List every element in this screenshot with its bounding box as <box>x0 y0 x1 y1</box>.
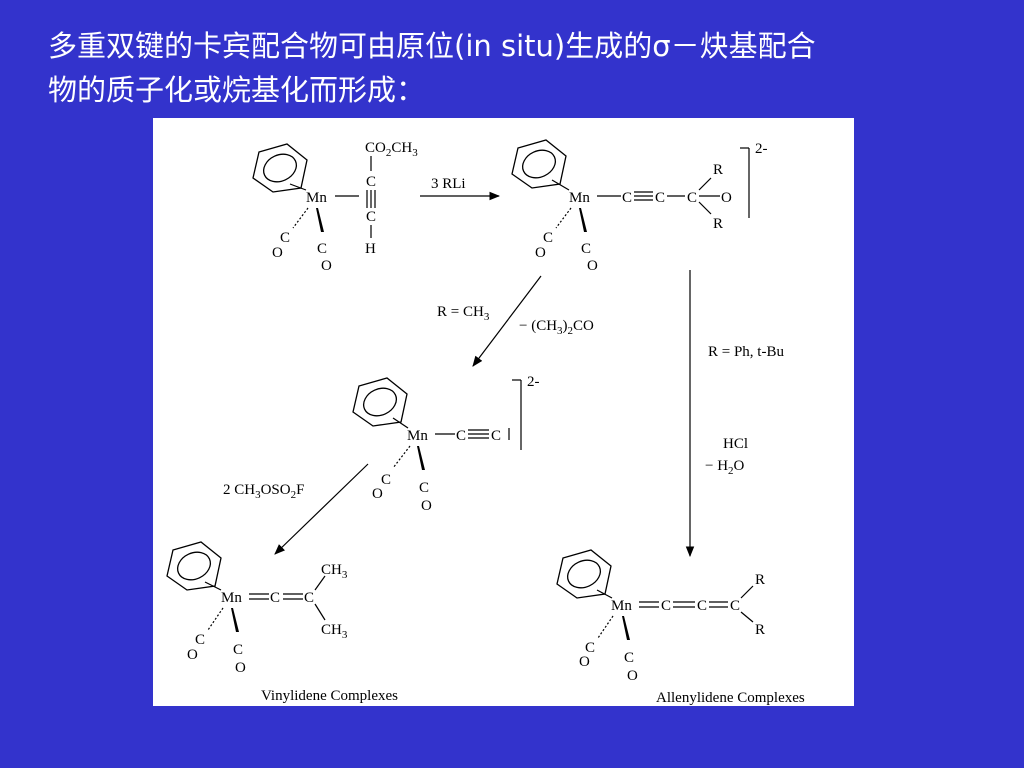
metal-label: Mn <box>569 190 590 206</box>
substituent-r-bottom: R <box>755 622 765 638</box>
ester-group-label: CO2CH3 <box>365 140 418 159</box>
carbonyl-oxygen-right: O <box>627 668 638 684</box>
allenylidene-carbon-2: C <box>697 598 707 614</box>
allenylidene-carbon-3: C <box>730 598 740 614</box>
reaction-scheme-panel: Mn CO2CH3 C C H C O C O 3 RLi Mn C C C O <box>153 118 854 706</box>
condition-r-ch3: R = CH3 <box>437 304 490 323</box>
complex-e: Mn C C C R R C O C O Allenylidene Comple… <box>556 549 805 706</box>
carbonyl-oxygen-left: O <box>535 245 546 261</box>
complex-c: Mn C C 2- C O C O <box>352 374 540 514</box>
carbonyl-carbon-right: C <box>624 650 634 666</box>
alkyne-carbon-1: C <box>366 174 376 190</box>
substituent-r-bottom: R <box>713 216 723 232</box>
vinylidene-carbon-2: C <box>304 590 314 606</box>
carbonyl-carbon-left: C <box>280 230 290 246</box>
chain-carbon-2: C <box>655 190 665 206</box>
cyclopentadienyl-ring-icon <box>556 549 612 599</box>
reaction-scheme: Mn CO2CH3 C C H C O C O 3 RLi Mn C C C O <box>166 139 805 706</box>
metal-label: Mn <box>221 590 242 606</box>
chain-carbon-3: C <box>687 190 697 206</box>
arrow-b-to-c <box>472 275 542 367</box>
chain-carbon-1: C <box>622 190 632 206</box>
carbonyl-oxygen-right: O <box>587 258 598 274</box>
carbonyl-oxygen-left: O <box>579 654 590 670</box>
complex-b: Mn C C C O R R 2- C O C O <box>511 139 768 274</box>
substituent-r-top: R <box>713 162 723 178</box>
heading-line-1: 多重双键的卡宾配合物可由原位(in situ)生成的σ－炔基配合 <box>48 29 816 63</box>
carbonyl-carbon-left: C <box>381 472 391 488</box>
allenylidene-carbon-1: C <box>661 598 671 614</box>
methyl-bottom: CH3 <box>321 622 348 641</box>
condition-r-ph-tbu: R = Ph, t-Bu <box>708 344 784 360</box>
hydrogen-label: H <box>365 241 376 257</box>
carbonyl-carbon-left: C <box>543 230 553 246</box>
metal-label: Mn <box>611 598 632 614</box>
charge-label: 2- <box>527 374 540 390</box>
cyclopentadienyl-ring-icon <box>252 143 308 193</box>
metal-label: Mn <box>306 190 327 206</box>
cyclopentadienyl-ring-icon <box>166 541 222 591</box>
metal-label: Mn <box>407 428 428 444</box>
cyclopentadienyl-ring-icon <box>511 139 567 189</box>
carbonyl-carbon-left: C <box>585 640 595 656</box>
carbonyl-oxygen-left: O <box>272 245 283 261</box>
oxide-oxygen: O <box>721 190 732 206</box>
cyclopentadienyl-ring-icon <box>352 377 408 427</box>
charge-label: 2- <box>755 141 768 157</box>
vinylidene-caption: Vinylidene Complexes <box>261 688 398 704</box>
methyl-top: CH3 <box>321 562 348 581</box>
allenylidene-caption: Allenylidene Complexes <box>656 690 805 706</box>
reagent-rli: 3 RLi <box>431 176 466 192</box>
carbonyl-oxygen-right: O <box>321 258 332 274</box>
carbonyl-oxygen-left: O <box>187 647 198 663</box>
carbonyl-carbon-right: C <box>233 642 243 658</box>
carbonyl-oxygen-right: O <box>235 660 246 676</box>
carbonyl-oxygen-left: O <box>372 486 383 502</box>
chain-carbon-2: C <box>491 428 501 444</box>
arrow-c-to-d <box>274 463 369 555</box>
reagent-methyl-fluorosulfonate: 2 CH3OSO2F <box>223 482 304 501</box>
slide-heading: 多重双键的卡宾配合物可由原位(in situ)生成的σ－炔基配合 物的质子化或烷… <box>48 24 988 112</box>
reagent-hcl: HCl <box>723 436 748 452</box>
carbonyl-carbon-right: C <box>317 241 327 257</box>
carbonyl-oxygen-right: O <box>421 498 432 514</box>
complex-d: Mn C C CH3 CH3 C O C O Vinylidene Comple… <box>166 541 398 704</box>
carbonyl-carbon-right: C <box>581 241 591 257</box>
vinylidene-carbon-1: C <box>270 590 280 606</box>
chain-carbon-1: C <box>456 428 466 444</box>
carbonyl-carbon-right: C <box>419 480 429 496</box>
complex-a: Mn CO2CH3 C C H C O C O <box>252 140 418 274</box>
substituent-r-top: R <box>755 572 765 588</box>
byproduct-acetone: − (CH3)2CO <box>519 318 594 337</box>
alkyne-carbon-2: C <box>366 209 376 225</box>
carbonyl-carbon-left: C <box>195 632 205 648</box>
heading-line-2: 物的质子化或烷基化而形成： <box>48 73 426 107</box>
byproduct-water: − H2O <box>705 458 745 477</box>
